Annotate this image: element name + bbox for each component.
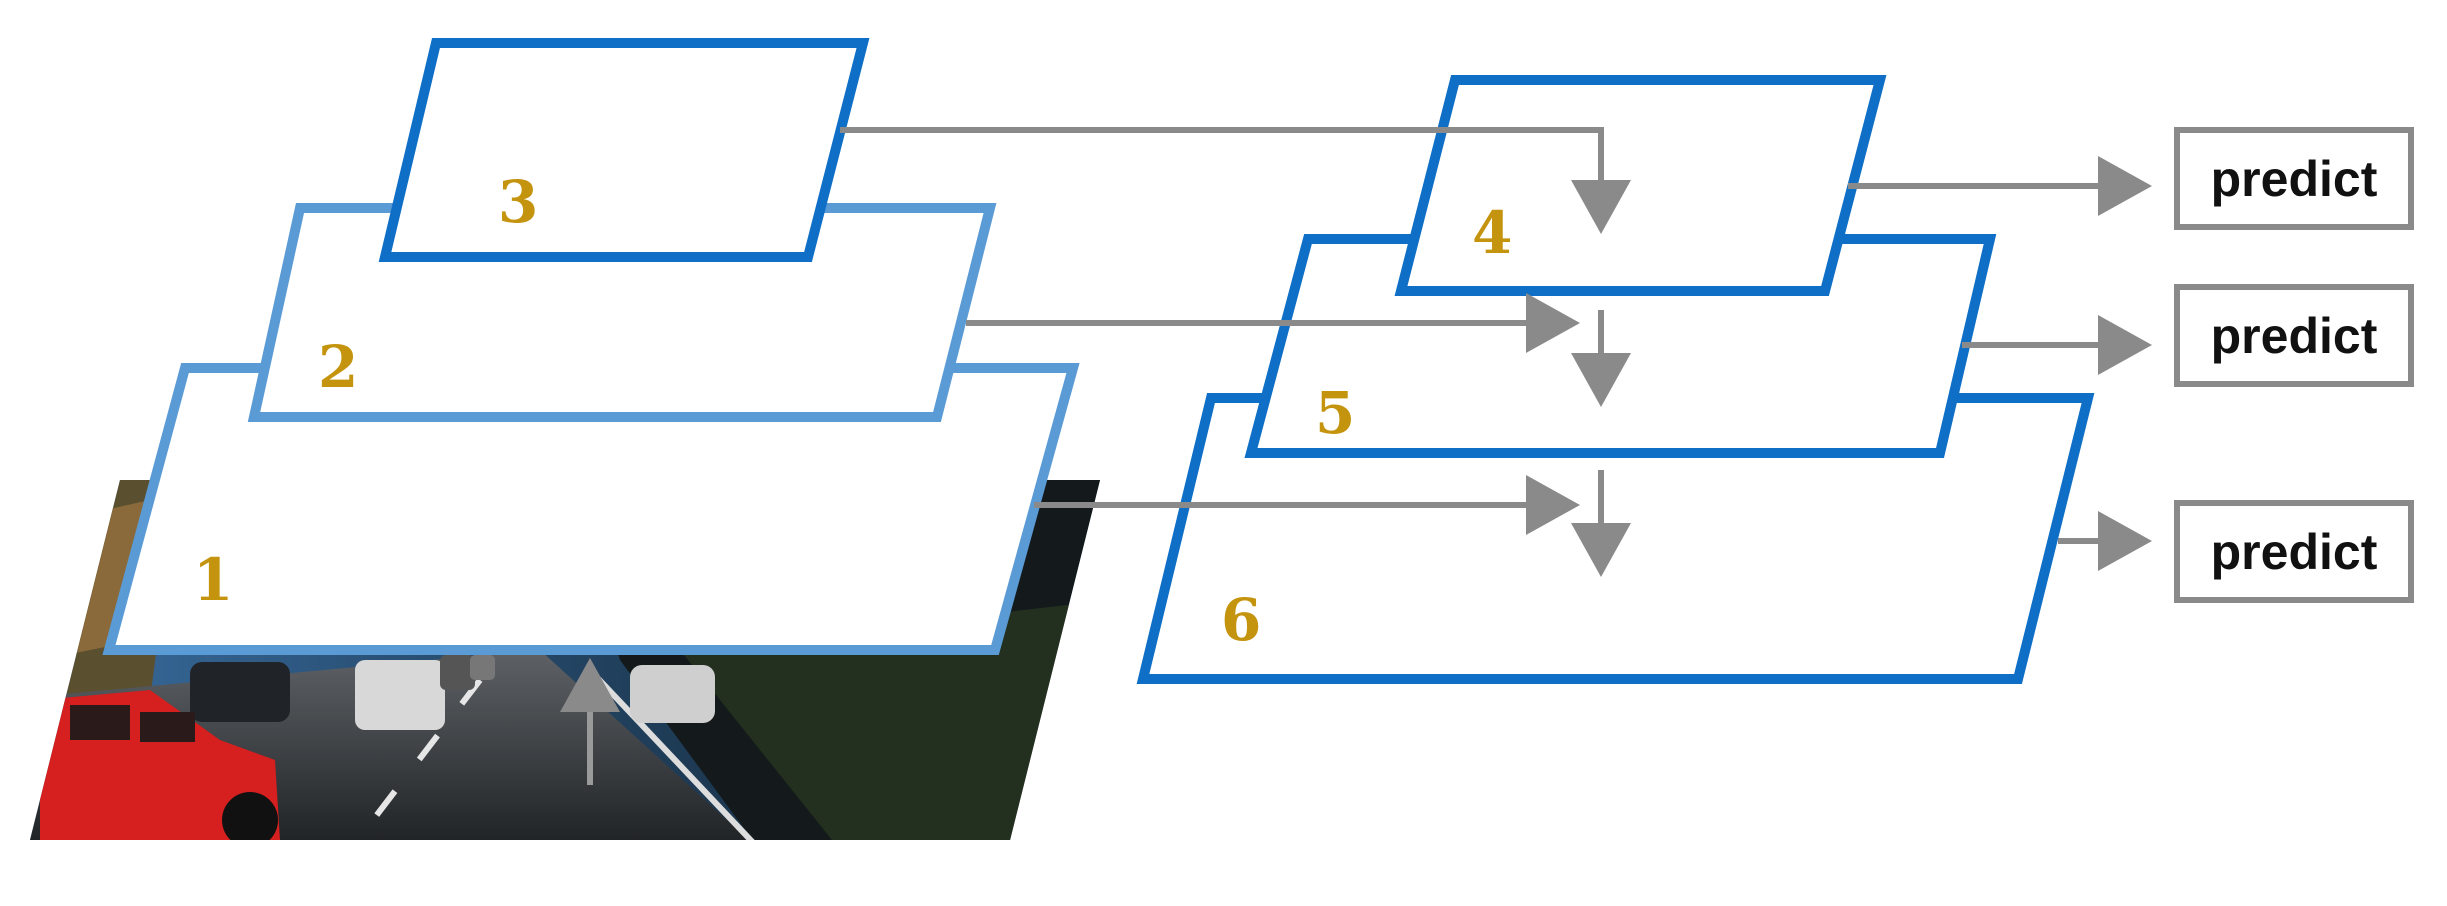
predict-box-2: predict xyxy=(2177,287,2411,384)
layer-5-label: 5 xyxy=(1315,379,1355,447)
layer-3-plane xyxy=(385,43,863,257)
layer-6-label: 6 xyxy=(1221,586,1261,654)
layer-3-label: 3 xyxy=(498,168,538,236)
predict-label: predict xyxy=(2211,524,2378,580)
predict-label: predict xyxy=(2211,151,2378,207)
layer-1-label: 1 xyxy=(193,546,233,614)
layer-4-label: 4 xyxy=(1472,199,1512,267)
predict-box-3: predict xyxy=(2177,503,2411,600)
predict-label: predict xyxy=(2211,308,2378,364)
layer-2-label: 2 xyxy=(318,333,358,401)
predict-box-1: predict xyxy=(2177,130,2411,227)
